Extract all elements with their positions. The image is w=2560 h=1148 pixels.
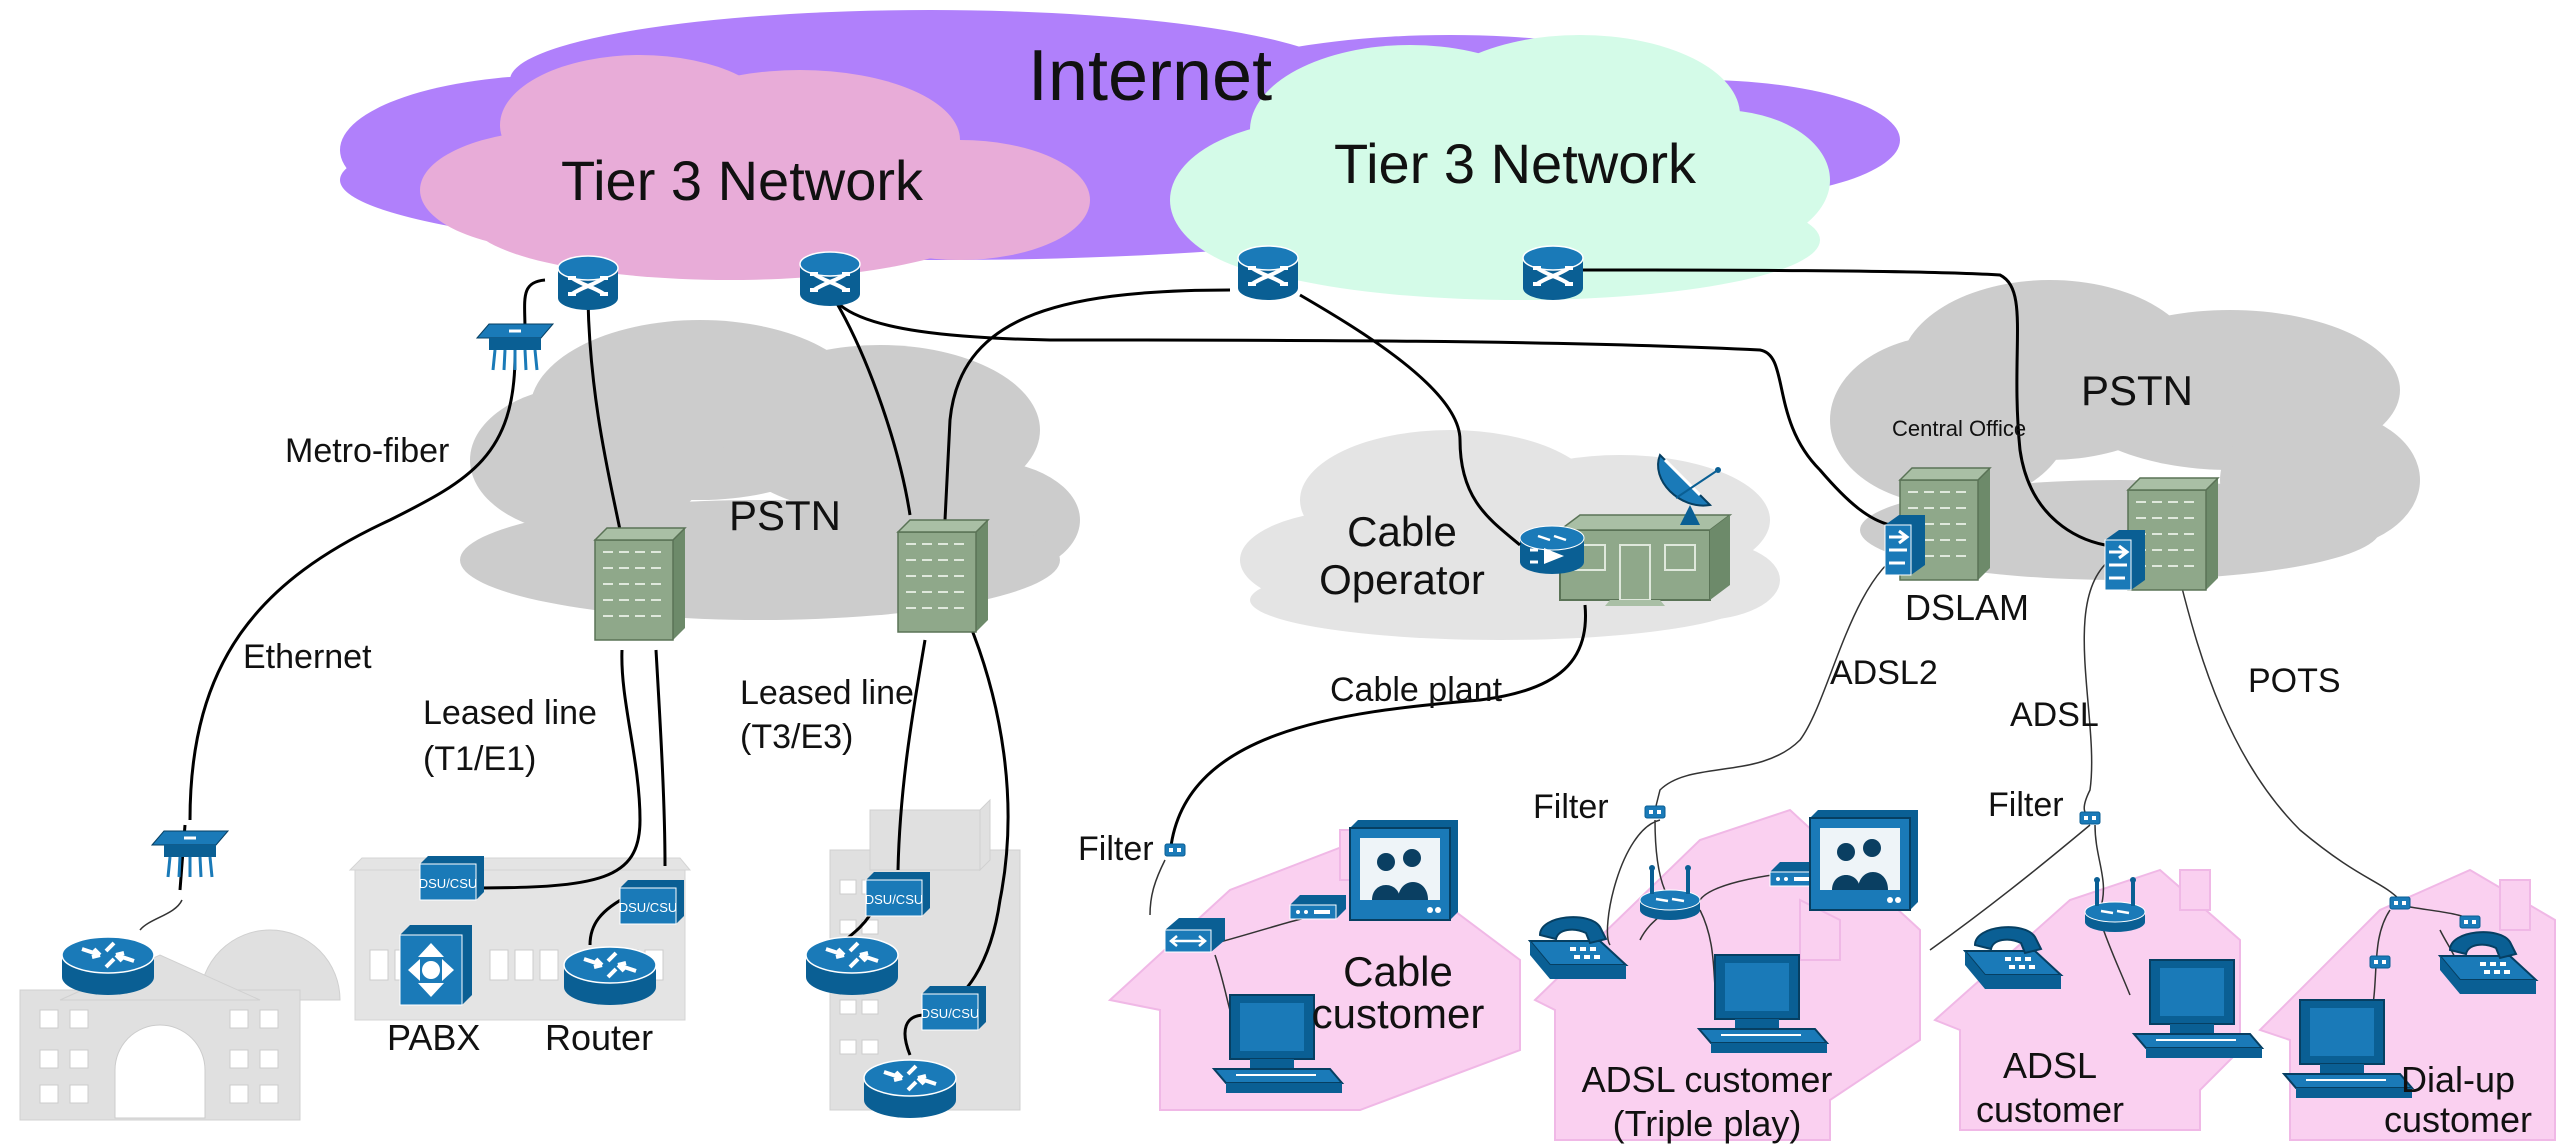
dslam-icon bbox=[1883, 513, 1927, 577]
house-adsl-customer bbox=[1933, 868, 2241, 1131]
filter-4-icon bbox=[2389, 896, 2411, 910]
cmts-router-icon bbox=[1519, 525, 1585, 574]
triple-play-tv-icon bbox=[1809, 809, 1919, 911]
tier3-right-optical-switch-icon bbox=[1236, 244, 1300, 302]
adsl-computer-icon bbox=[2133, 959, 2263, 1059]
triple-play-customer-label-line2: (Triple play) bbox=[1613, 1103, 1802, 1144]
pstn-right-label: PSTN bbox=[2081, 367, 2193, 414]
tier3-left-optical-switch-icon bbox=[556, 254, 620, 312]
tier3-right-label: Tier 3 Network bbox=[1334, 132, 1697, 195]
pabx-icon bbox=[399, 925, 472, 1006]
filter-adsl-label: Filter bbox=[1988, 786, 2064, 824]
cable-modem-icon bbox=[1164, 918, 1225, 953]
leased-line-t1-label-line2: (T1/E1) bbox=[423, 740, 536, 778]
filter-2-icon bbox=[1644, 805, 1666, 819]
filter-icon bbox=[1164, 843, 1186, 857]
central-office-label: Central Office bbox=[1892, 416, 2026, 441]
internet-label: Internet bbox=[1028, 36, 1272, 116]
office-router-2-icon bbox=[862, 1058, 958, 1120]
office-router-icon bbox=[804, 935, 900, 997]
dslam-2-icon bbox=[2103, 528, 2147, 592]
satellite-dish-icon bbox=[1657, 453, 1721, 525]
leased-line-t3-label-line1: Leased line bbox=[740, 674, 914, 712]
pots-label: POTS bbox=[2248, 662, 2341, 700]
leased-line-t1-label-line1: Leased line bbox=[423, 694, 597, 732]
adsl-customer-label-line1: ADSL bbox=[2003, 1045, 2097, 1086]
tier3-left-cloud bbox=[420, 55, 1090, 280]
metro-fiber-label: Metro-fiber bbox=[285, 432, 449, 470]
cable-operator-label-line1: Cable bbox=[1347, 508, 1457, 555]
dslam-label: DSLAM bbox=[1905, 587, 2029, 628]
university-building bbox=[19, 929, 341, 1121]
dsu-csu-icon bbox=[418, 855, 485, 901]
cable-customer-label-line1: Cable bbox=[1343, 948, 1453, 995]
metro-ethernet-switch-icon bbox=[475, 322, 555, 372]
campus-router-icon bbox=[60, 935, 156, 997]
tier3-left-label: Tier 3 Network bbox=[561, 149, 924, 212]
filter-adsl2-label: Filter bbox=[1533, 788, 1609, 826]
filter-5-icon bbox=[2459, 915, 2481, 929]
set-top-box-icon bbox=[1289, 894, 1347, 920]
dsu-csu-4-icon bbox=[920, 985, 987, 1031]
leased-line-t3-label-line2: (T3/E3) bbox=[740, 718, 853, 756]
cable-headend-building bbox=[1557, 514, 1733, 606]
dialup-customer-label-line2: customer bbox=[2384, 1099, 2532, 1140]
dsu-csu-2-icon bbox=[618, 879, 685, 925]
adsl-customer-label-line2: customer bbox=[1976, 1089, 2124, 1130]
dsu-csu-3-icon bbox=[864, 871, 931, 917]
filter-6-icon bbox=[2369, 955, 2391, 969]
pstn-left-label: PSTN bbox=[729, 492, 841, 539]
filter-3-icon bbox=[2079, 811, 2101, 825]
tier3-right-optical-switch-2-icon bbox=[1521, 244, 1585, 302]
pabx-label: PABX bbox=[387, 1017, 480, 1058]
cable-operator-label-line2: Operator bbox=[1319, 556, 1485, 603]
television-icon bbox=[1349, 819, 1459, 921]
triple-play-customer-label-line1: ADSL customer bbox=[1582, 1059, 1833, 1100]
campus-ethernet-switch-icon bbox=[150, 829, 230, 879]
pstn-left-office-building-2-icon bbox=[897, 519, 989, 633]
cable-customer-label-line2: customer bbox=[1312, 990, 1485, 1037]
router-label: Router bbox=[545, 1017, 653, 1058]
pstn-right-cloud bbox=[1830, 280, 2420, 580]
ethernet-label: Ethernet bbox=[243, 638, 372, 676]
thin-dsl-lines bbox=[1189, 549, 2471, 1041]
cable-plant-label: Cable plant bbox=[1330, 671, 1503, 709]
pstn-left-office-building-icon bbox=[594, 527, 686, 641]
router-icon bbox=[562, 945, 658, 1007]
adsl-label: ADSL bbox=[2010, 696, 2099, 734]
filter-cable-label: Filter bbox=[1078, 830, 1154, 868]
dialup-customer-label-line1: Dial-up bbox=[2401, 1059, 2515, 1100]
adsl2-label: ADSL2 bbox=[1830, 654, 1938, 692]
tier3-left-optical-switch-2-icon bbox=[798, 250, 862, 308]
